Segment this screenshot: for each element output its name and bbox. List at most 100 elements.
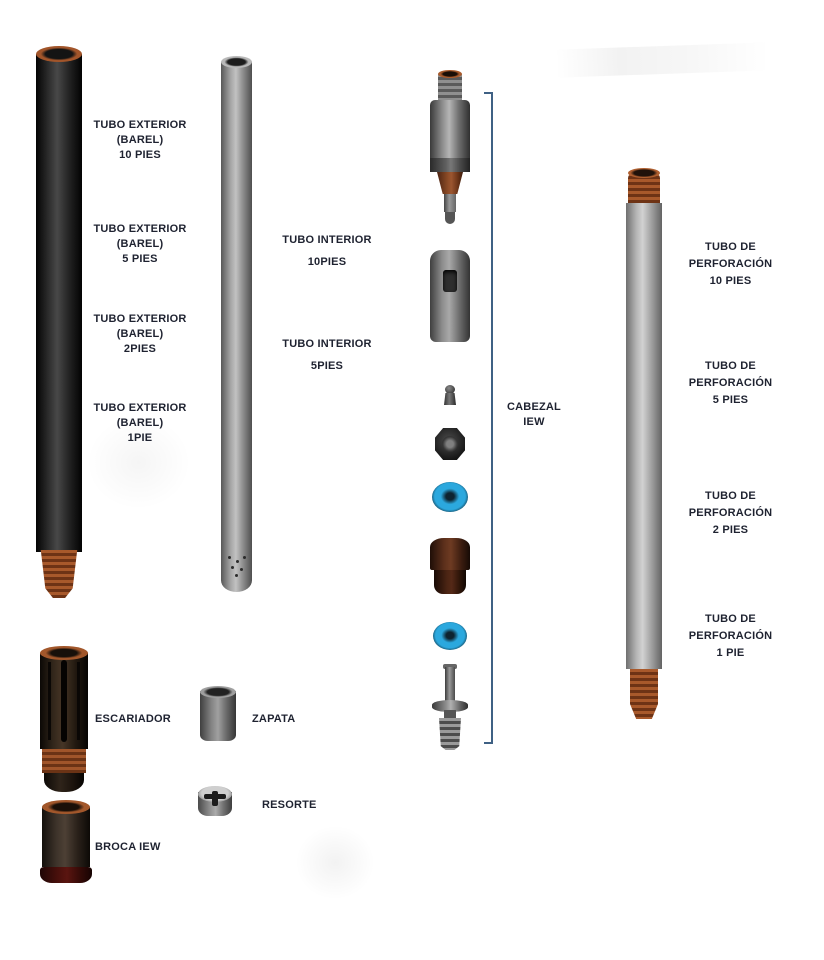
background-smudge [554, 42, 771, 78]
spindle-shaft [445, 667, 455, 701]
spindle-neck [444, 710, 456, 718]
label-line: TUBO DE [705, 490, 756, 502]
label-line: (BAREL) [116, 238, 164, 250]
barel-label-10pies: TUBO EXTERIOR (BAREL) 10 PIES [86, 118, 194, 163]
broca-body [42, 807, 90, 867]
label-line: TUBO DE [705, 360, 756, 372]
cabezal-spindle-bolt [430, 664, 470, 752]
escariador-right-slot [77, 662, 80, 740]
zapata-label: ZAPATA [252, 713, 296, 725]
label-line: 10PIES [307, 256, 347, 268]
label-line: (BAREL) [116, 328, 164, 340]
label-line: CABEZAL [507, 401, 561, 413]
cabezal-bracket [484, 92, 493, 744]
barel-label-5pies: TUBO EXTERIOR (BAREL) 5 PIES [86, 222, 194, 267]
escariador-center-slot [61, 660, 67, 742]
label-line: PERFORACIÓN [688, 258, 773, 270]
label-line: TUBO INTERIOR [282, 234, 372, 246]
spindle-threaded-bolt [439, 718, 461, 750]
label-line: PERFORACIÓN [688, 630, 773, 642]
label-line: 2PIES [123, 343, 157, 355]
bushing-lower [434, 570, 466, 594]
broca-illustration [40, 800, 92, 890]
label-line: 2 PIES [712, 524, 749, 536]
cabezal-bearing-seal-upper [432, 482, 468, 512]
adapter-taper-section [437, 172, 463, 194]
cabezal-sleeve [430, 250, 470, 342]
inner-tube-body [221, 62, 252, 570]
nut-center-ring [442, 436, 458, 452]
inner-tube-hole [231, 566, 234, 569]
interior-label-5pies: TUBO INTERIOR 5PIES [268, 337, 386, 374]
resorte-horizontal-slot [204, 794, 226, 799]
cabezal-bearing-seal-lower [433, 622, 467, 650]
zapata-body [200, 691, 236, 741]
cabezal-grease-fitting [441, 385, 459, 407]
label-line: (BAREL) [116, 417, 164, 429]
bushing-upper [430, 538, 470, 570]
label-line: TUBO DE [705, 241, 756, 253]
label-line: TUBO EXTERIOR [93, 313, 187, 325]
adapter-lower-band [430, 158, 470, 172]
label-line: (BAREL) [116, 134, 164, 146]
cabezal-cone-bushing [430, 538, 470, 594]
label-line: 5 PIES [122, 253, 158, 265]
interior-label-10pies: TUBO INTERIOR 10PIES [268, 233, 386, 270]
adapter-threaded-nub [438, 74, 462, 100]
label-line: TUBO DE [705, 613, 756, 625]
background-smudge [86, 415, 191, 510]
label-line: 5 PIES [712, 394, 749, 406]
drill-tube-top-ring [628, 168, 660, 178]
zapata-top-ring [200, 686, 236, 698]
broca-label: BROCA IEW [95, 841, 161, 853]
cabezal-top-adapter [428, 70, 472, 226]
spindle-shaft-top [443, 664, 457, 669]
cabezal-label: CABEZAL IEW [502, 400, 566, 430]
barel-label-1pie: TUBO EXTERIOR (BAREL) 1PIE [86, 401, 194, 446]
drill-tube-illustration [626, 168, 662, 719]
adapter-top-ring [438, 70, 462, 78]
label-line: TUBO EXTERIOR [93, 223, 187, 235]
escariador-copper-band [42, 749, 86, 773]
perforacion-label-1pie: TUBO DE PERFORACIÓN 1 PIE [678, 611, 783, 662]
escariador-illustration [40, 646, 88, 792]
inner-tube-top-ring [221, 56, 252, 68]
label-line: TUBO EXTERIOR [93, 402, 187, 414]
label-line: 10 PIES [709, 275, 752, 287]
outer-barrel-body [36, 54, 82, 552]
spindle-flange [432, 700, 468, 712]
resorte-illustration [198, 786, 232, 820]
outer-barrel-tube-illustration [36, 46, 82, 598]
broca-bottom-rim [40, 867, 92, 883]
broca-top-ring [42, 800, 90, 814]
escariador-left-slot [48, 662, 51, 740]
adapter-tip [445, 212, 455, 224]
drill-tube-body [626, 203, 662, 669]
sleeve-square-hole [443, 270, 457, 292]
barel-label-2pies: TUBO EXTERIOR (BAREL) 2PIES [86, 312, 194, 357]
fitting-ball [445, 385, 455, 394]
inner-tube-bottom-tip [221, 568, 252, 592]
inner-tube-illustration [221, 56, 252, 592]
inner-tube-hole [243, 556, 246, 559]
label-line: IEW [523, 416, 545, 428]
cabezal-hex-nut [435, 428, 465, 460]
label-line: 5PIES [310, 360, 344, 372]
perforacion-label-10pies: TUBO DE PERFORACIÓN 10 PIES [678, 239, 783, 290]
label-line: TUBO EXTERIOR [93, 119, 187, 131]
zapata-illustration [200, 686, 236, 746]
label-line: TUBO INTERIOR [282, 338, 372, 350]
escariador-label: ESCARIADOR [95, 713, 171, 725]
escariador-bottom-tip [44, 773, 84, 792]
label-line: 1 PIE [716, 647, 745, 659]
perforacion-label-5pies: TUBO DE PERFORACIÓN 5 PIES [678, 358, 783, 409]
label-line: 1PIE [127, 432, 153, 444]
inner-tube-hole [228, 556, 231, 559]
fitting-base [444, 393, 456, 405]
adapter-main-body [430, 100, 470, 158]
drill-tube-top-thread [628, 173, 660, 205]
label-line: PERFORACIÓN [688, 377, 773, 389]
inner-tube-hole [235, 574, 238, 577]
drill-tube-bottom-thread [630, 669, 658, 719]
